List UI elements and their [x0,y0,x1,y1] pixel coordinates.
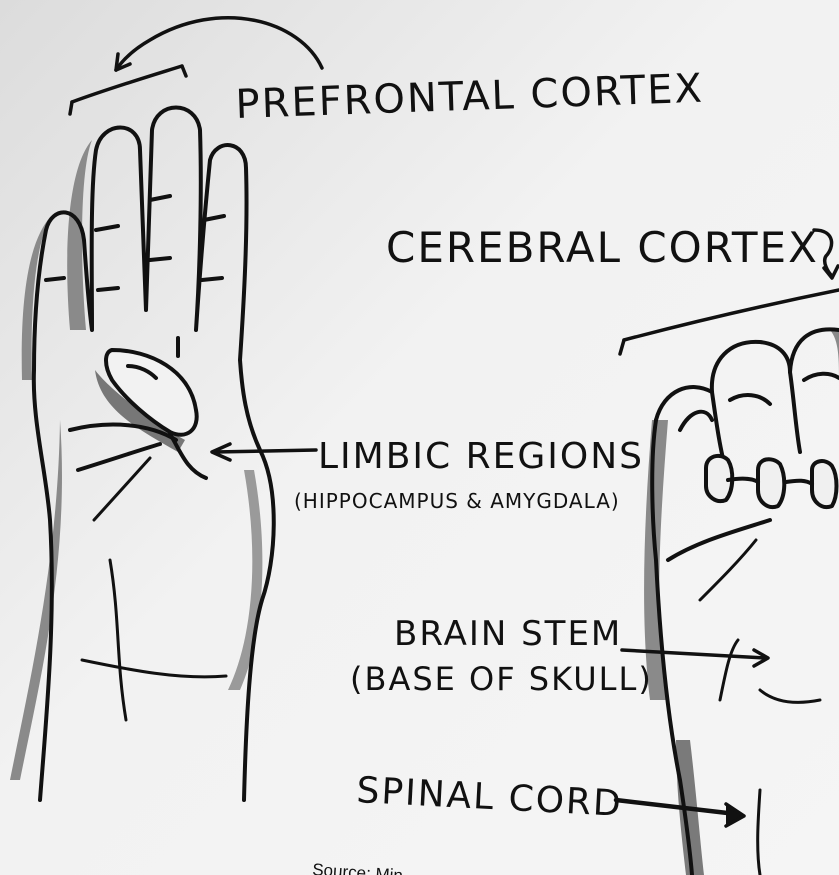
label-brain-stem-subtitle: (BASE OF SKULL) [350,660,653,698]
label-brain-stem: BRAIN STEM [394,614,622,654]
label-limbic-subtitle: (HIPPOCAMPUS & AMYGDALA) [294,489,620,513]
label-cerebral-cortex: CEREBRAL CORTEX [386,223,819,272]
label-limbic-regions: LIMBIC REGIONS [318,436,644,477]
limbic-arrow [214,450,316,452]
prefrontal-bracket-left-tick [70,102,72,114]
